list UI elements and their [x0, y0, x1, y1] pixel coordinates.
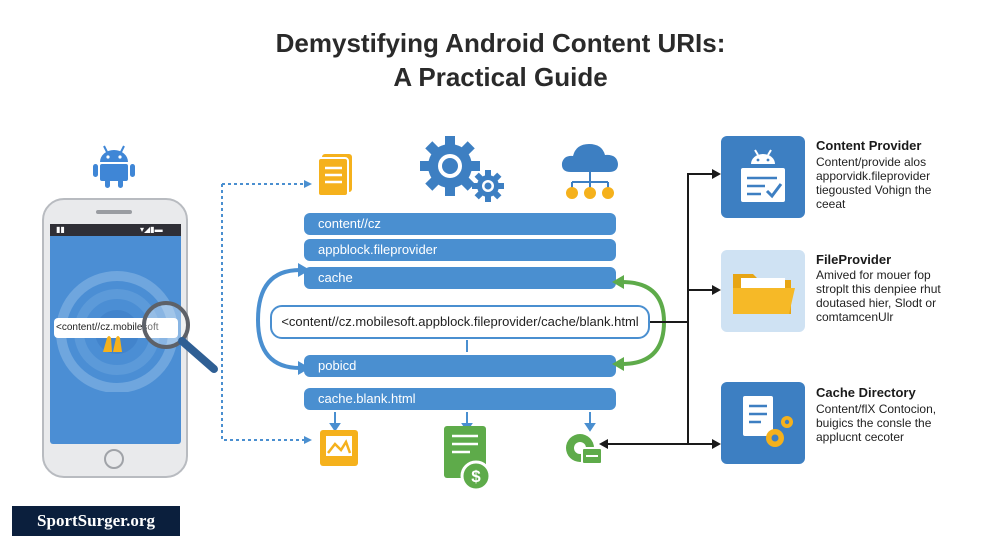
cloud-network-icon	[561, 144, 618, 199]
status-bar-clock: ▮▮	[56, 225, 65, 234]
full-uri-box: <content//cz.mobilesoft.appblock.filepro…	[270, 305, 650, 339]
uri-segment-scheme: content//cz	[304, 213, 616, 235]
phone-home-button[interactable]	[104, 449, 124, 469]
status-bar-icons: ▾◢▮▬	[140, 225, 163, 234]
android-logo-icon	[93, 145, 135, 188]
cache-directory-desc: Content/flX Contocion,buigics the consle…	[816, 402, 937, 444]
gears-icon	[420, 136, 504, 202]
uri-segment-file: cache.blank.html	[304, 388, 616, 410]
page-title: Demystifying Android Content URIs: A Pra…	[0, 26, 1001, 94]
content-provider-title: Content Provider	[816, 138, 922, 153]
phone-app-mark-icon	[103, 336, 122, 352]
uri-segment-authority: appblock.fileprovider	[304, 239, 616, 261]
document-gear-icon	[743, 396, 793, 447]
cache-directory-card	[721, 382, 805, 464]
image-document-icon	[320, 430, 358, 466]
fileprovider-card	[721, 250, 805, 332]
fileprovider-title: FileProvider	[816, 252, 892, 267]
title-line-2: A Practical Guide	[393, 62, 608, 92]
invoice-dollar-icon: $	[444, 426, 492, 492]
document-stack-icon	[317, 154, 352, 197]
status-bar	[50, 224, 181, 236]
android-document-icon	[741, 149, 785, 202]
watermark-badge: SportSurger.org	[12, 506, 180, 536]
folder-icon	[733, 274, 795, 314]
content-provider-card	[721, 136, 805, 218]
title-line-1: Demystifying Android Content URIs:	[275, 28, 726, 58]
uri-segment-path: pobicd	[304, 355, 616, 377]
svg-text:$: $	[471, 467, 481, 486]
cache-refresh-icon	[566, 434, 603, 465]
uri-segment-cache: cache	[304, 267, 616, 289]
magnifier-icon	[142, 301, 218, 373]
phone-speaker	[96, 210, 132, 214]
cache-directory-title: Cache Directory	[816, 385, 916, 400]
